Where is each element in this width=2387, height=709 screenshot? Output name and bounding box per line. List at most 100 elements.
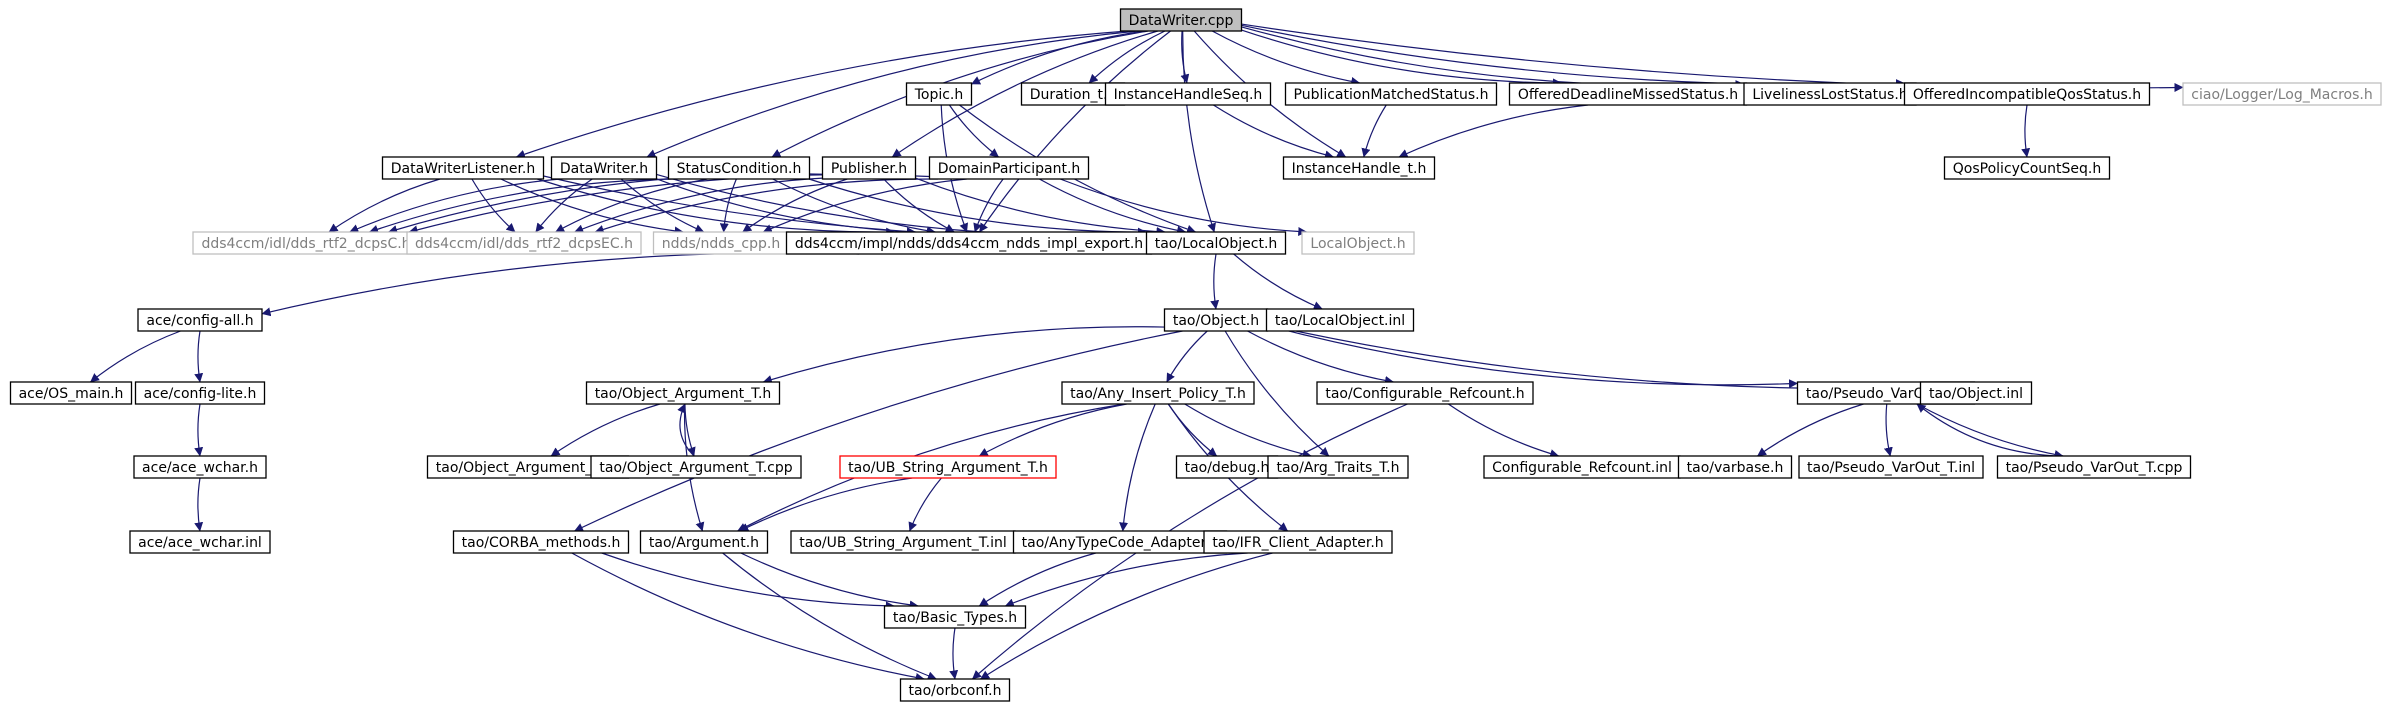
node-label: ace/config-all.h [146, 313, 253, 329]
graph-edge-root-to-topic [971, 30, 1146, 85]
graph-node-configlite[interactable]: ace/config-lite.h [134, 381, 266, 405]
graph-edge-corbameth-to-basictypes [601, 552, 895, 611]
node-box [639, 530, 769, 554]
graph-node-domainpart[interactable]: DomainParticipant.h [928, 156, 1090, 180]
node-label: ace/ace_wchar.inl [138, 535, 262, 551]
graph-node-corbameth[interactable]: tao/CORBA_methods.h [452, 530, 630, 554]
graph-edge-configall-to-osmain [90, 330, 181, 383]
node-label: DataWriter.cpp [1129, 13, 1234, 29]
graph-node-dcpsC[interactable]: dds4ccm/idl/dds_rtf2_dcpsC.h [192, 231, 420, 255]
graph-edge-acewchar-to-acewcharinl [194, 477, 204, 532]
graph-edge-taoobject-to-confref [1247, 330, 1394, 385]
graph-node-pubmatched[interactable]: PublicationMatchedStatus.h [1284, 82, 1498, 106]
graph-node-argtraits[interactable]: tao/Arg_Traits_T.h [1267, 455, 1409, 479]
graph-node-qoscount[interactable]: QosPolicyCountSeq.h [1943, 156, 2111, 180]
graph-edge-root-to-implexport [978, 30, 1171, 233]
graph-edge-ifr-to-orbconf [980, 552, 1273, 680]
graph-edge-taolocal-to-taoobject [1210, 253, 1220, 310]
graph-node-taolocal[interactable]: tao/LocalObject.h [1145, 231, 1287, 255]
graph-edge-root-to-taolocal [1182, 30, 1216, 233]
node-box [839, 455, 1057, 479]
graph-node-ubstr[interactable]: tao/UB_String_Argument_T.h [839, 455, 1057, 479]
graph-node-ubstrinl[interactable]: tao/UB_String_Argument_T.inl [790, 530, 1016, 554]
graph-node-statuscond[interactable]: StatusCondition.h [667, 156, 811, 180]
graph-node-objargt[interactable]: tao/Object_Argument_T.h [585, 381, 781, 405]
graph-node-ifr[interactable]: tao/IFR_Client_Adapter.h [1203, 530, 1393, 554]
graph-node-confref[interactable]: tao/Configurable_Refcount.h [1316, 381, 1534, 405]
graph-edge-datawriter-to-implexport [656, 178, 916, 237]
node-label: tao/UB_String_Argument_T.inl [799, 535, 1006, 551]
graph-node-nddscpp[interactable]: ndds/ndds_cpp.h [652, 231, 790, 255]
graph-node-osmain[interactable]: ace/OS_main.h [9, 381, 133, 405]
graph-node-varbase[interactable]: tao/varbase.h [1677, 455, 1793, 479]
node-box [899, 678, 1011, 702]
graph-node-implexport[interactable]: dds4ccm/impl/ndds/dds4ccm_ndds_impl_expo… [785, 231, 1153, 255]
node-label: tao/AnyTypeCode_Adapter.h [1022, 535, 1219, 551]
node-label: OfferedDeadlineMissedStatus.h [1518, 87, 1738, 103]
node-label: tao/varbase.h [1687, 460, 1784, 476]
graph-node-ihseq[interactable]: InstanceHandleSeq.h [1104, 82, 1272, 106]
graph-node-datawriter[interactable]: DataWriter.h [550, 156, 658, 180]
graph-edge-taoobject-to-pseudovar [1267, 325, 1798, 389]
node-box [928, 156, 1090, 180]
node-label: ciao/Logger/Log_Macros.h [2191, 87, 2372, 103]
graph-node-localext[interactable]: LocalObject.h [1301, 231, 1415, 255]
graph-node-dcpsEC[interactable]: dds4ccm/idl/dds_rtf2_dcpsEC.h [406, 231, 642, 255]
graph-node-orbconf[interactable]: tao/orbconf.h [899, 678, 1011, 702]
graph-node-acewcharinl[interactable]: ace/ace_wchar.inl [129, 530, 271, 554]
graph-node-debug[interactable]: tao/debug.h [1175, 455, 1279, 479]
graph-node-offdeadline[interactable]: OfferedDeadlineMissedStatus.h [1508, 82, 1748, 106]
node-label: tao/LocalObject.h [1155, 236, 1278, 252]
graph-node-anyins[interactable]: tao/Any_Insert_Policy_T.h [1061, 381, 1255, 405]
node-label: DataWriter.h [560, 161, 648, 177]
graph-edge-confref-to-confrefinl [1448, 403, 1560, 458]
graph-node-duration[interactable]: Duration_t.h [1020, 82, 1126, 106]
graph-node-basictypes[interactable]: tao/Basic_Types.h [883, 605, 1027, 629]
graph-node-pseudoinl[interactable]: tao/Pseudo_VarOut_T.inl [1798, 455, 1984, 479]
node-label: tao/Configurable_Refcount.h [1325, 386, 1524, 402]
graph-node-root[interactable]: DataWriter.cpp [1119, 8, 1243, 32]
graph-node-dwlistener[interactable]: DataWriterListener.h [381, 156, 545, 180]
node-box [381, 156, 545, 180]
graph-node-acewchar[interactable]: ace/ace_wchar.h [133, 455, 267, 479]
graph-node-pseudocpp[interactable]: tao/Pseudo_VarOut_T.cpp [1996, 455, 2192, 479]
node-label: tao/Pseudo_VarOut_T.inl [1807, 460, 1975, 476]
node-label: dds4ccm/idl/dds_rtf2_dcpsEC.h [415, 236, 633, 252]
node-label: tao/orbconf.h [909, 683, 1002, 699]
edge-layer [90, 23, 2184, 682]
graph-node-anytc[interactable]: tao/AnyTypeCode_Adapter.h [1012, 530, 1228, 554]
node-box [137, 308, 263, 332]
graph-node-objarginl[interactable]: tao/Object_Argument_T.inl [426, 455, 630, 479]
graph-node-objargcpp[interactable]: tao/Object_Argument_T.cpp [590, 455, 802, 479]
graph-edge-ubstr-to-ubstrinl [908, 477, 942, 532]
graph-node-publisher[interactable]: Publisher.h [821, 156, 917, 180]
graph-edge-taoobject-to-objinl [1267, 324, 1921, 393]
graph-node-confrefinl[interactable]: Configurable_Refcount.inl [1483, 455, 1681, 479]
node-label: dds4ccm/impl/ndds/dds4ccm_ndds_impl_expo… [795, 236, 1143, 252]
node-box [1919, 381, 2033, 405]
node-box [1061, 381, 1255, 405]
node-box [1267, 455, 1409, 479]
graph-node-ihandle[interactable]: InstanceHandle_t.h [1282, 156, 1436, 180]
graph-node-argument[interactable]: tao/Argument.h [639, 530, 769, 554]
graph-node-localinl[interactable]: tao/LocalObject.inl [1265, 308, 1415, 332]
graph-edge-objargcpp-to-objargt [677, 403, 695, 457]
graph-node-configall[interactable]: ace/config-all.h [137, 308, 263, 332]
node-label: tao/debug.h [1185, 460, 1270, 476]
node-label: tao/Object.inl [1929, 386, 2023, 402]
node-label: DomainParticipant.h [938, 161, 1081, 177]
graph-node-logmacros[interactable]: ciao/Logger/Log_Macros.h [2182, 82, 2382, 106]
node-label: tao/Pseudo_VarOut_T.cpp [2006, 460, 2183, 476]
graph-node-offincompat[interactable]: OfferedIncompatibleQosStatus.h [1903, 82, 2151, 106]
graph-node-topic[interactable]: Topic.h [905, 82, 973, 106]
node-box [585, 381, 781, 405]
graph-edge-ifr-to-basictypes [1004, 552, 1248, 608]
graph-node-objinl[interactable]: tao/Object.inl [1919, 381, 2033, 405]
graph-node-liveliness[interactable]: LivelinessLostStatus.h [1743, 82, 1917, 106]
graph-edge-offdeadline-to-ihandle [1398, 104, 1589, 158]
graph-node-taoobject[interactable]: tao/Object.h [1163, 308, 1269, 332]
graph-edge-objargt-to-objarginl [550, 403, 661, 457]
graph-edge-pseudovar-to-pseudocpp [1916, 403, 2064, 459]
node-box [1145, 231, 1287, 255]
